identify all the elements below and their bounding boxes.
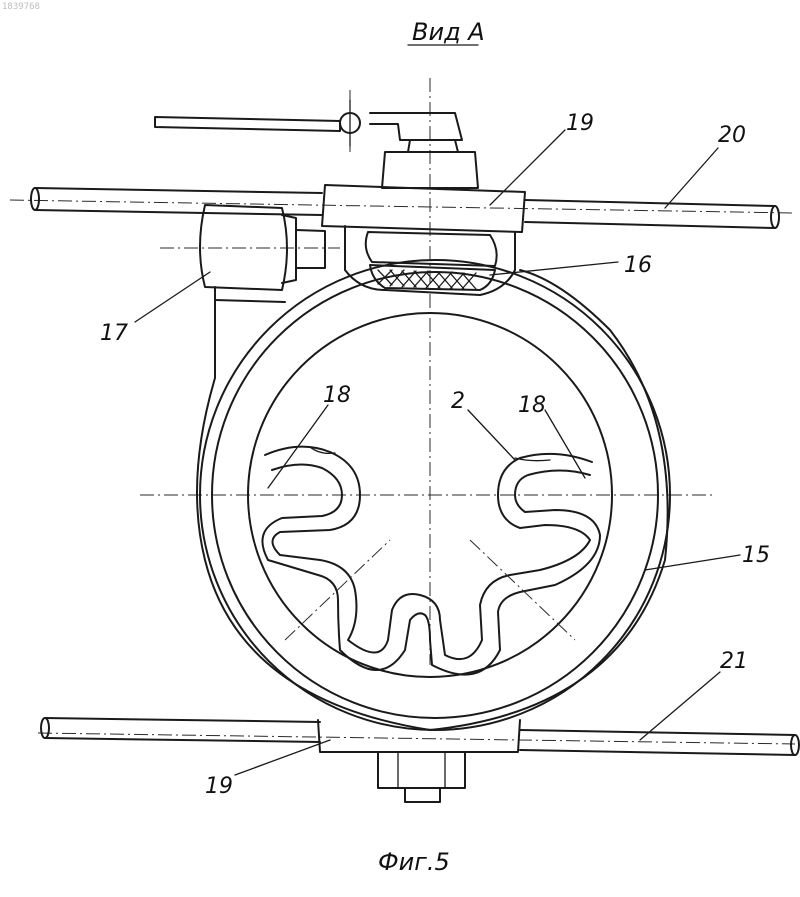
upper-clamp-block — [322, 185, 525, 295]
callout-label: 19 — [205, 774, 233, 799]
bottom-nut — [378, 752, 465, 802]
corrugated-element — [262, 447, 600, 675]
upper-rod — [31, 188, 779, 228]
callout-label: 20 — [718, 123, 746, 148]
side-cylinder — [200, 205, 325, 302]
callout-label: 18 — [518, 393, 546, 418]
callout-label: 17 — [100, 321, 128, 346]
callout-label: 16 — [624, 253, 652, 278]
callout-label: 15 — [742, 543, 770, 568]
callout-label: 19 — [566, 111, 594, 136]
figure-caption: Фиг.5 — [378, 848, 450, 876]
center-lines — [10, 78, 795, 744]
callout-label: 2 — [451, 389, 465, 414]
document-id-stamp: 1839768 — [2, 2, 40, 12]
view-title: Вид А — [412, 18, 485, 46]
callout-label: 18 — [323, 383, 351, 408]
callout-labels: 19 20 16 17 18 2 18 15 21 19 — [100, 111, 770, 799]
callout-label: 21 — [720, 649, 748, 674]
leader-lines — [135, 130, 740, 775]
lower-rod — [41, 718, 799, 755]
